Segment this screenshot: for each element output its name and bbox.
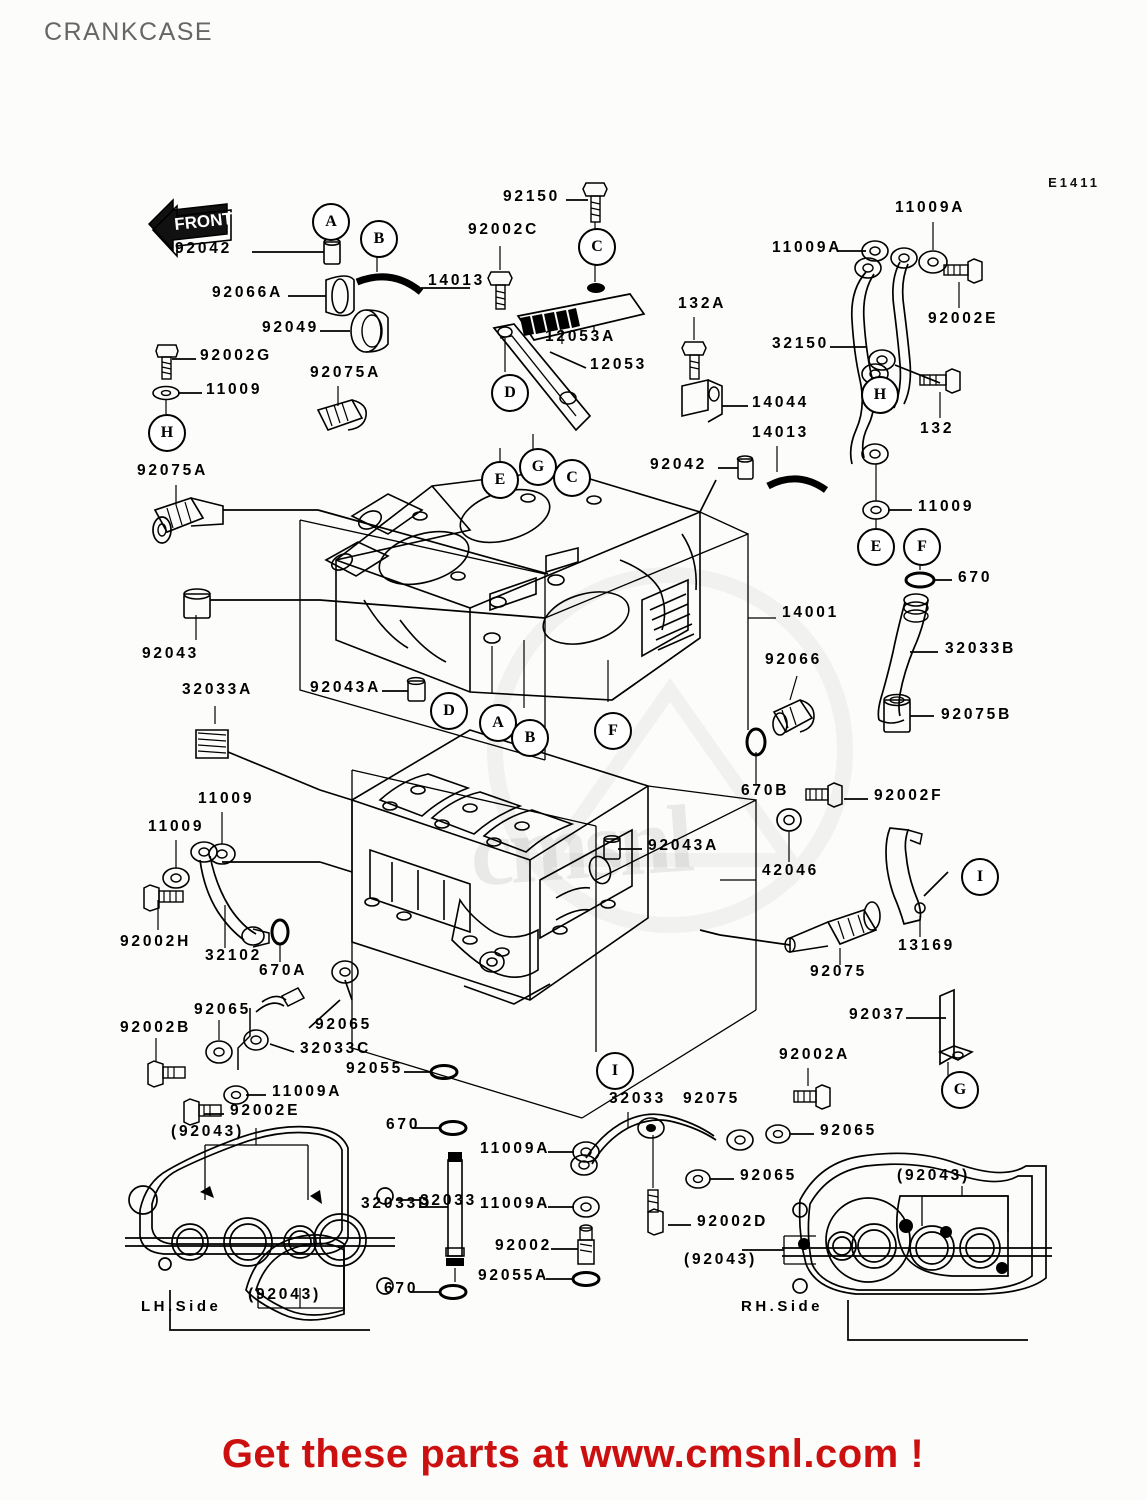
part-label-92075b: 92075B bbox=[941, 706, 1013, 723]
part-label-92065-c: 92065 bbox=[820, 1122, 878, 1139]
part-label-92002e-b: 92002E bbox=[230, 1102, 301, 1119]
part-label-32102: 32102 bbox=[205, 947, 263, 964]
figure-code: E1411 bbox=[1048, 175, 1100, 190]
part-label-92042-b: 92042 bbox=[650, 456, 708, 473]
part-label-92075a-a: 92075A bbox=[310, 364, 382, 381]
ref-circle-g-1[interactable]: G bbox=[519, 448, 557, 486]
part-label-11009a-a: 11009A bbox=[895, 199, 966, 216]
part-label-670b: 670B bbox=[741, 782, 790, 799]
ref-circle-g-2[interactable]: G bbox=[941, 1071, 979, 1109]
part-label-92066a: 92066A bbox=[212, 284, 284, 301]
part-label-92049: 92049 bbox=[262, 319, 320, 336]
ref-circle-f-1[interactable]: F bbox=[903, 528, 941, 566]
ref-circle-i-2[interactable]: I bbox=[596, 1052, 634, 1090]
part-label-92065-d: 92065 bbox=[740, 1167, 798, 1184]
part-label-92075a-b: 92075A bbox=[137, 462, 209, 479]
part-label-670-b: 670 bbox=[386, 1116, 421, 1133]
part-label-92055a: 92055A bbox=[478, 1267, 550, 1284]
part-label-92043a-a: 92043A bbox=[310, 679, 382, 696]
part-label-32033d: 32033D bbox=[361, 1195, 433, 1212]
part-label-92043a-b: 92043A bbox=[648, 837, 720, 854]
part-label-670-a: 670 bbox=[958, 569, 993, 586]
ref-circle-e-1[interactable]: E bbox=[481, 461, 519, 499]
lh-side-label: LH.Side bbox=[141, 1298, 222, 1315]
part-label-92002a: 92002A bbox=[779, 1046, 851, 1063]
ref-circle-h-1[interactable]: H bbox=[148, 414, 186, 452]
footer-promo-text: Get these parts at www.cmsnl.com ! bbox=[221, 1432, 925, 1476]
ref-circle-i-1[interactable]: I bbox=[961, 858, 999, 896]
part-label-32033-lh: 32033 bbox=[420, 1192, 478, 1209]
part-label-92042: 92042 bbox=[175, 240, 233, 257]
part-label-92043: 92043 bbox=[142, 645, 200, 662]
ref-circle-h-2[interactable]: H bbox=[861, 376, 899, 414]
part-label-32033a: 32033A bbox=[182, 681, 254, 698]
part-label-32150: 32150 bbox=[772, 335, 830, 352]
part-label-12053a: 12053A bbox=[545, 328, 617, 345]
part-label-92002e-a: 92002E bbox=[928, 310, 999, 327]
part-label-92043-rh-left: (92043) bbox=[684, 1251, 758, 1268]
ref-circle-d-2[interactable]: D bbox=[430, 692, 468, 730]
part-label-92075-b: 92075 bbox=[683, 1090, 741, 1107]
part-label-132: 132 bbox=[920, 420, 955, 437]
part-label-11009a-c: 11009A bbox=[272, 1083, 343, 1100]
ref-circle-d-1[interactable]: D bbox=[491, 374, 529, 412]
part-label-92002: 92002 bbox=[495, 1237, 553, 1254]
part-label-92002d: 92002D bbox=[697, 1213, 769, 1230]
rh-side-label: RH.Side bbox=[741, 1298, 824, 1315]
part-label-11009-a: 11009 bbox=[206, 381, 263, 398]
ref-circle-c-2[interactable]: C bbox=[553, 459, 591, 497]
ref-circle-b-2[interactable]: B bbox=[511, 719, 549, 757]
part-label-11009-b: 11009 bbox=[918, 498, 975, 515]
part-label-11009a-b: 11009A bbox=[772, 239, 843, 256]
part-label-14001: 14001 bbox=[782, 604, 840, 621]
ref-circle-c-1[interactable]: C bbox=[578, 228, 616, 266]
part-label-14044: 14044 bbox=[752, 394, 810, 411]
part-label-92043-lh-bottom: (92043) bbox=[248, 1286, 322, 1303]
ref-circle-a-1[interactable]: A bbox=[312, 203, 350, 241]
part-label-92002f: 92002F bbox=[874, 787, 944, 804]
part-label-92002b: 92002B bbox=[120, 1019, 192, 1036]
ref-circle-a-2[interactable]: A bbox=[479, 704, 517, 742]
part-label-92055: 92055 bbox=[346, 1060, 404, 1077]
part-label-92037: 92037 bbox=[849, 1006, 907, 1023]
part-label-670-c: 670 bbox=[384, 1280, 419, 1297]
part-label-92065-a: 92065 bbox=[194, 1001, 252, 1018]
part-label-92150: 92150 bbox=[503, 188, 561, 205]
part-label-32033c: 32033C bbox=[300, 1040, 372, 1057]
ref-circle-f-2[interactable]: F bbox=[594, 712, 632, 750]
part-label-92075-a: 92075 bbox=[810, 963, 868, 980]
part-label-92043-rh-top: (92043) bbox=[897, 1167, 971, 1184]
part-label-92002c: 92002C bbox=[468, 221, 540, 238]
part-label-670a: 670A bbox=[259, 962, 308, 979]
part-label-11009-d: 11009 bbox=[148, 818, 205, 835]
part-label-12053: 12053 bbox=[590, 356, 648, 373]
part-label-132a: 132A bbox=[678, 295, 727, 312]
part-label-13169: 13169 bbox=[898, 937, 956, 954]
cms-watermark bbox=[390, 560, 950, 990]
ref-circle-e-2[interactable]: E bbox=[857, 528, 895, 566]
part-label-11009a-d: 11009A bbox=[480, 1140, 551, 1157]
part-label-92043-lh-top: (92043) bbox=[171, 1123, 245, 1140]
front-direction-arrow-icon: FRONT bbox=[143, 190, 234, 270]
part-label-11009-c: 11009 bbox=[198, 790, 255, 807]
part-label-14013-b: 14013 bbox=[752, 424, 810, 441]
ref-circle-b-1[interactable]: B bbox=[360, 220, 398, 258]
part-label-32033: 32033 bbox=[609, 1090, 667, 1107]
part-label-92065-b: 92065 bbox=[315, 1016, 373, 1033]
page-title: CRANKCASE bbox=[44, 18, 214, 46]
part-label-14013-a: 14013 bbox=[428, 272, 486, 289]
part-label-92066: 92066 bbox=[765, 651, 823, 668]
part-label-92002g: 92002G bbox=[200, 347, 272, 364]
part-label-42046: 42046 bbox=[762, 862, 820, 879]
part-label-32033b: 32033B bbox=[945, 640, 1017, 657]
part-label-11009a-e: 11009A bbox=[480, 1195, 551, 1212]
part-label-92002h: 92002H bbox=[120, 933, 192, 950]
